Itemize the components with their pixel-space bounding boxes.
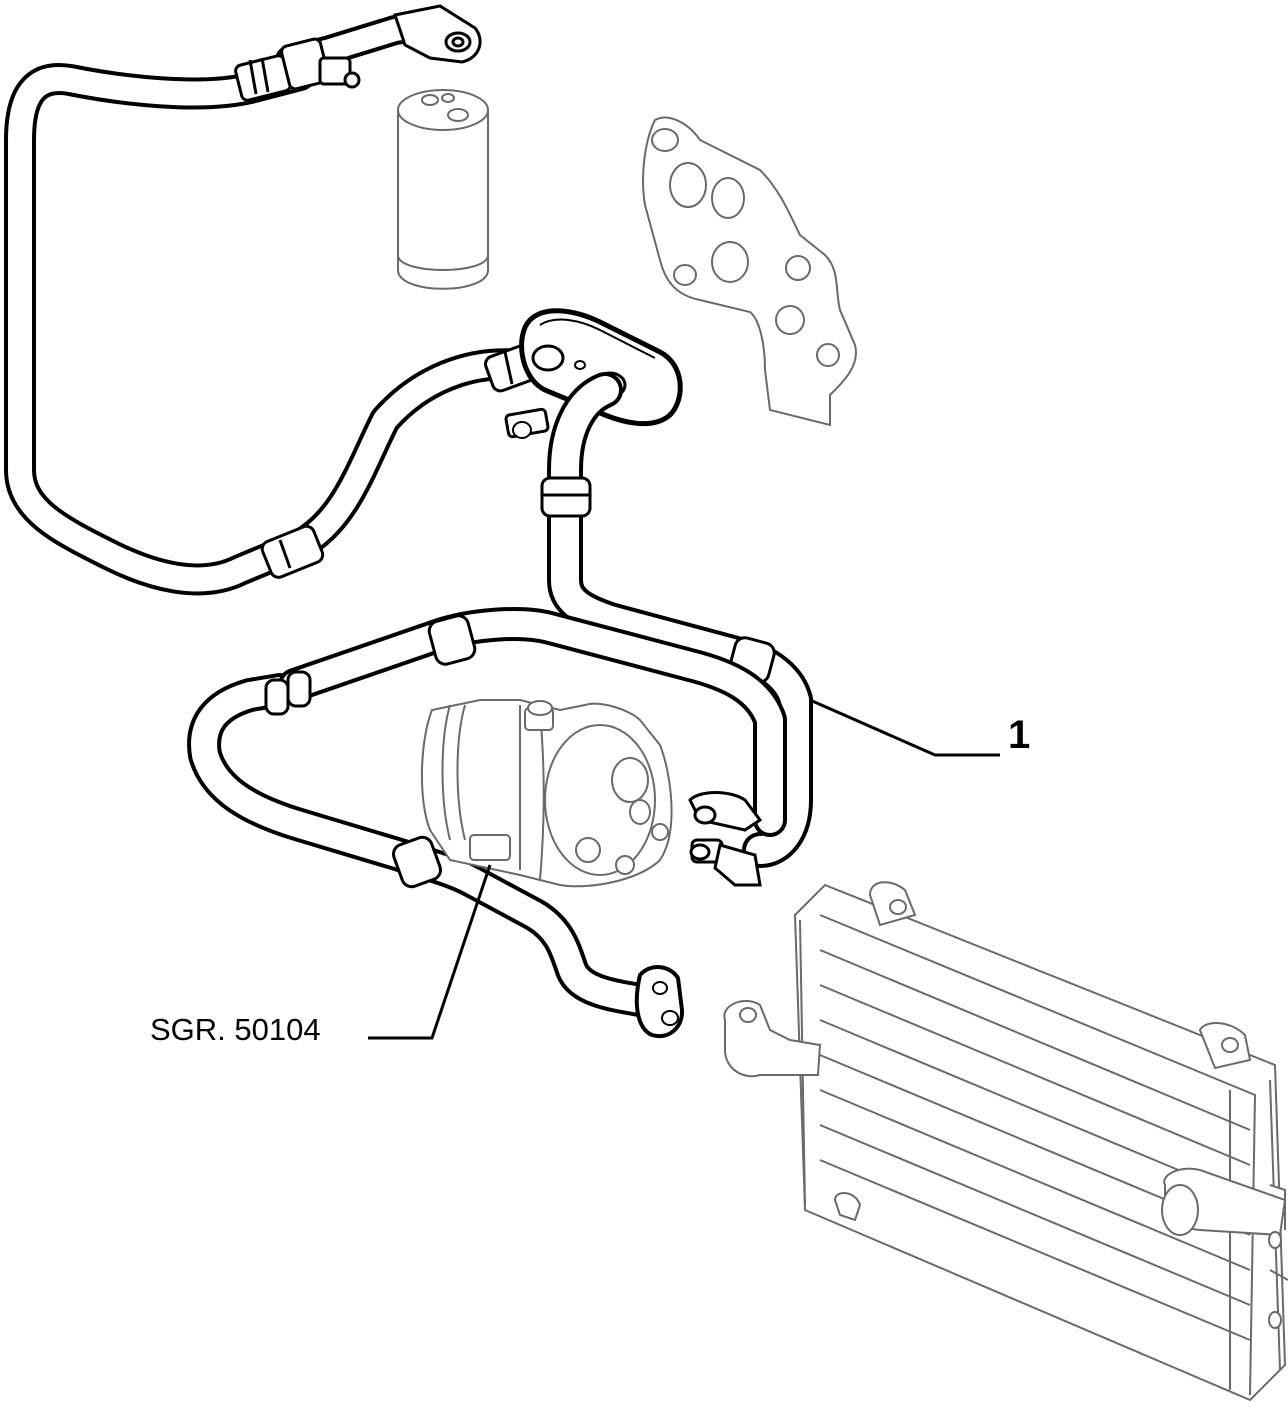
- callout-leaders: [368, 698, 1000, 1040]
- leader-line-part-1: [809, 698, 1000, 757]
- liquid-line-end-fitting: [634, 965, 684, 1039]
- drier-hose-end-fitting: [393, 4, 482, 64]
- hose-ferrule-upper: [234, 37, 361, 102]
- liquid-line-ferrules: [264, 614, 477, 889]
- ac-compressor: [421, 699, 673, 888]
- hose-ferrule-lower: [260, 524, 325, 579]
- condenser: [723, 881, 1288, 1402]
- callout-part-number: 1: [1008, 713, 1030, 757]
- compressor-hose-fittings: [688, 791, 763, 887]
- valve-block-fitting: [504, 308, 683, 439]
- receiver-drier: [397, 89, 489, 290]
- discharge-hose: [547, 372, 813, 868]
- callout-group-reference: SGR. 50104: [150, 1012, 321, 1047]
- expansion-valve-flange: [642, 116, 857, 427]
- leader-line-group-ref: [368, 864, 492, 1040]
